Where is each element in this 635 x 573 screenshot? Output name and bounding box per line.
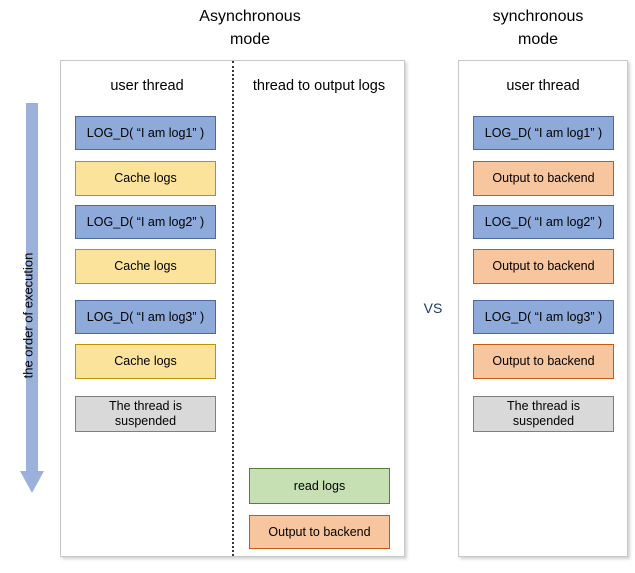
title-sync-line2: mode bbox=[517, 31, 559, 48]
page-title-async: Asynchronous mode bbox=[150, 5, 350, 51]
step-box-sync-user-thread-5: Output to backend bbox=[473, 344, 614, 379]
step-box-async-user-thread-0: LOG_D( “I am log1” ) bbox=[75, 116, 216, 150]
step-box-sync-user-thread-4: LOG_D( “I am log3” ) bbox=[473, 300, 614, 334]
step-box-async-user-thread-5: Cache logs bbox=[75, 344, 216, 379]
step-box-async-user-thread-6: The thread is suspended bbox=[75, 396, 216, 432]
vs-label: VS bbox=[423, 300, 443, 316]
step-box-sync-user-thread-2: LOG_D( “I am log2” ) bbox=[473, 205, 614, 239]
column-header-user-thread-sync: user thread bbox=[506, 78, 580, 94]
step-box-async-user-thread-3: Cache logs bbox=[75, 249, 216, 284]
step-box-sync-user-thread-0: LOG_D( “I am log1” ) bbox=[473, 116, 614, 150]
column-header-thread-to-output-logs: thread to output logs bbox=[252, 78, 386, 94]
page-title-sync: synchronous mode bbox=[443, 5, 633, 51]
step-box-sync-user-thread-3: Output to backend bbox=[473, 249, 614, 284]
title-async-line1: Asynchronous bbox=[199, 8, 301, 25]
title-async-line2: mode bbox=[229, 31, 271, 48]
step-box-async-logger-thread-0: read logs bbox=[249, 468, 390, 504]
thread-divider-line bbox=[232, 61, 234, 556]
step-box-async-user-thread-2: LOG_D( “I am log2” ) bbox=[75, 205, 216, 239]
step-box-sync-user-thread-1: Output to backend bbox=[473, 161, 614, 196]
order-of-execution-label: the order of execution bbox=[20, 252, 36, 379]
order-of-execution-arrow-head-icon bbox=[20, 471, 44, 493]
step-box-async-user-thread-1: Cache logs bbox=[75, 161, 216, 196]
title-sync-line1: synchronous bbox=[492, 8, 584, 25]
column-header-user-thread-async: user thread bbox=[110, 78, 184, 94]
step-box-async-logger-thread-1: Output to backend bbox=[249, 515, 390, 549]
step-box-sync-user-thread-6: The thread is suspended bbox=[473, 396, 614, 432]
order-of-execution-arrow-shaft bbox=[26, 103, 38, 473]
step-box-async-user-thread-4: LOG_D( “I am log3” ) bbox=[75, 300, 216, 334]
